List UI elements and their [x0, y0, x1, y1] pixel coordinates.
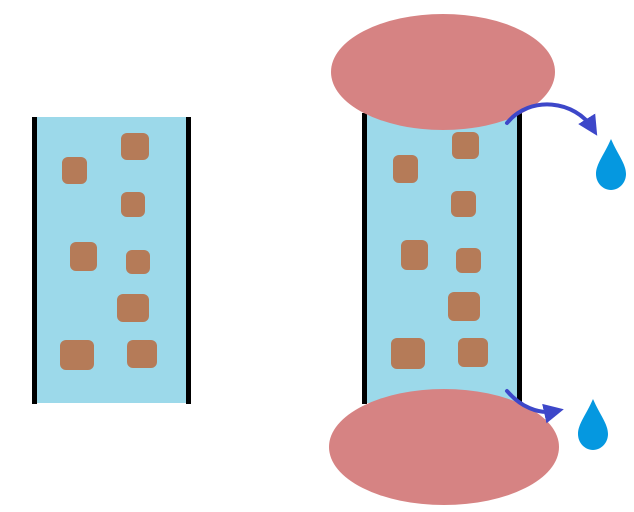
particle	[391, 338, 425, 369]
top-press-plate	[331, 14, 555, 130]
bottom-press-plate	[329, 389, 559, 505]
particle	[121, 192, 145, 217]
water-drop-icon	[578, 399, 608, 450]
particle	[451, 191, 476, 217]
fluid-body	[365, 113, 519, 403]
particle	[126, 250, 150, 274]
compressed-column	[329, 14, 626, 505]
particle	[60, 340, 94, 370]
uncompressed-column	[32, 117, 191, 404]
particle	[393, 155, 418, 183]
fluid-body	[35, 117, 188, 403]
particle	[121, 133, 149, 160]
particle	[127, 340, 157, 368]
particle	[458, 338, 488, 367]
left-wall	[32, 117, 37, 404]
curved-arrow-icon	[505, 102, 598, 136]
particle	[70, 242, 97, 271]
left-wall	[362, 113, 367, 404]
curved-arrow-icon	[505, 389, 564, 424]
particle	[456, 248, 481, 273]
particle	[117, 294, 149, 322]
particle	[448, 292, 480, 321]
water-drop-icon	[596, 139, 626, 190]
right-wall	[517, 113, 522, 404]
particle	[401, 240, 428, 270]
particle	[62, 157, 87, 184]
particle	[452, 132, 479, 159]
right-wall	[186, 117, 191, 404]
